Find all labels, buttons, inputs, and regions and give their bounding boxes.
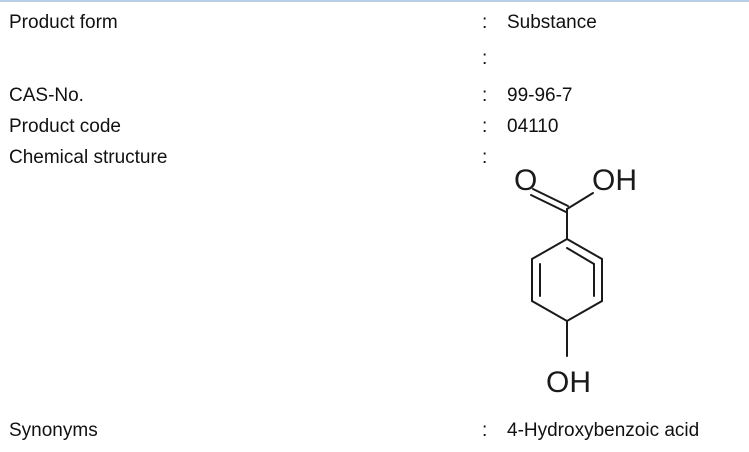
- chemical-structure-drawing: O OH OH: [500, 160, 660, 412]
- carboxyl-hydroxyl-label: OH: [592, 164, 637, 197]
- product-form-value: Substance: [507, 12, 597, 33]
- benzene-ring: [531, 237, 603, 323]
- top-divider: [0, 0, 749, 2]
- product-form-label: Product form: [9, 12, 118, 33]
- row-cas-no: CAS-No. : 99-96-7: [0, 84, 749, 108]
- cas-no-label: CAS-No.: [9, 85, 84, 106]
- hydroxybenzoic-acid-structure: O OH OH: [514, 164, 637, 399]
- synonyms-label: Synonyms: [9, 420, 98, 441]
- chemical-structure-label: Chemical structure: [9, 147, 168, 168]
- row-product-form: Product form : Substance: [0, 11, 749, 35]
- row-chemical-structure: Chemical structure :: [0, 146, 749, 170]
- product-form-colon: :: [482, 12, 488, 33]
- hydroxyl-bond: [566, 192, 594, 210]
- row-synonyms: Synonyms : 4-Hydroxybenzoic acid: [0, 419, 749, 443]
- synonyms-colon: :: [482, 420, 488, 441]
- ring-double-bond-top: [566, 247, 595, 265]
- row-product-code: Product code : 04110: [0, 115, 749, 139]
- carbonyl-oxygen-label: O: [514, 164, 537, 197]
- carbonyl-bond-outer: [530, 194, 567, 213]
- synonyms-value: 4-Hydroxybenzoic acid: [507, 420, 700, 441]
- carbonyl-bond-inner: [532, 188, 569, 207]
- cas-no-value: 99-96-7: [507, 85, 573, 106]
- empty-row-colon: :: [482, 48, 488, 69]
- row-empty: :: [0, 47, 749, 71]
- product-code-colon: :: [482, 116, 488, 137]
- product-code-label: Product code: [9, 116, 121, 137]
- product-code-value: 04110: [507, 116, 559, 137]
- para-hydroxyl-label: OH: [546, 366, 591, 399]
- chemical-structure-colon: :: [482, 147, 488, 168]
- cas-no-colon: :: [482, 85, 488, 106]
